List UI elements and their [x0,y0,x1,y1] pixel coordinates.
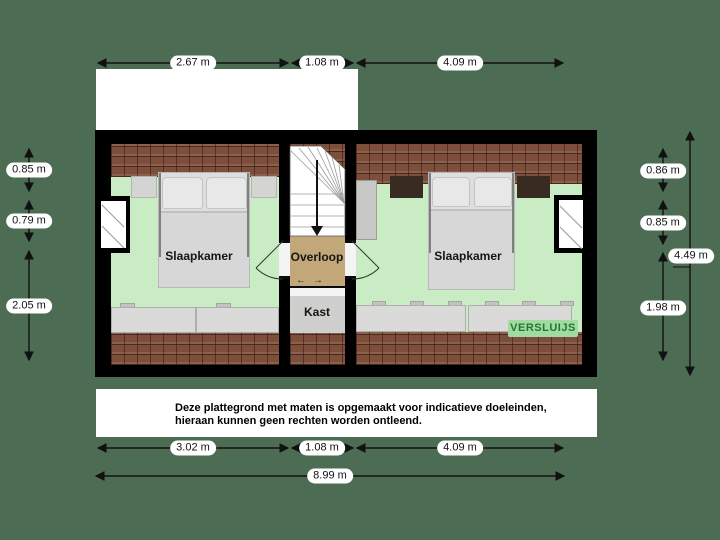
window [96,196,130,253]
bed-rail [247,173,249,257]
closet-slide-left-icon: ← [296,275,306,286]
knee-wall-cabinet [111,307,196,333]
dim-left-2: 0.79 m [6,213,52,229]
pillow [432,177,470,207]
bed-rail [512,173,514,253]
closet-door-track [290,286,345,288]
room-label-closet: Kast [303,305,331,319]
dim-right-3: 1.98 m [640,300,686,316]
disclaimer-line-2: hieraan kunnen geen rechten worden ontle… [175,415,422,427]
brand-logo: VERSLUIJS [508,320,578,337]
dim-bottom-1: 3.02 m [170,440,216,456]
nightstand [251,176,277,198]
knee-wall-cabinet [356,305,466,332]
window [554,195,588,253]
double-bed [158,172,250,288]
closet-roof-slope [290,333,345,365]
masked-area [96,69,358,131]
pillow [206,177,247,209]
room-label-left-bedroom: Slaapkamer [165,249,233,263]
dim-bottom-2: 1.08 m [299,440,345,456]
right-bedroom-roof-slope-bottom [356,332,582,365]
dresser [390,176,423,198]
room-label-right-bedroom: Slaapkamer [434,249,502,263]
dim-bottom-3: 4.09 m [437,440,483,456]
landing-roof-slope [290,144,345,172]
door-opening-left [279,240,290,279]
dim-right-2: 0.85 m [640,215,686,231]
dim-top-2: 1.08 m [299,55,345,71]
bed-rail [429,173,431,253]
chimney-block [356,180,377,240]
dim-left-1: 0.85 m [6,162,52,178]
disclaimer-text: Deze plattegrond met maten is opgemaakt … [175,402,547,428]
door-opening-right [345,240,356,279]
nightstand [131,176,157,198]
room-label-landing: Overloop [290,250,344,264]
left-bedroom-roof-slope-bottom [111,333,279,365]
duvet [429,209,514,289]
duvet [159,211,249,287]
double-bed [428,172,515,290]
closet-slide-right-icon: → [313,275,323,286]
dim-right-total: 4.49 m [668,248,714,264]
dim-top-1: 2.67 m [170,55,216,71]
dresser [517,176,550,198]
closet-floor [290,296,345,333]
dim-right-1: 0.86 m [640,163,686,179]
left-bedroom-roof-slope-top [111,144,279,177]
closet-sliding-door [290,288,345,296]
disclaimer-line-1: Deze plattegrond met maten is opgemaakt … [175,402,547,414]
dim-bottom-total: 8.99 m [307,468,353,484]
disclaimer-band [96,389,597,437]
bed-rail [159,173,161,257]
pillow [162,177,203,209]
pillow [474,177,512,207]
landing-floor [290,172,345,286]
knee-wall-cabinet [196,307,279,333]
dim-top-3: 4.09 m [437,55,483,71]
dim-left-3: 2.05 m [6,298,52,314]
